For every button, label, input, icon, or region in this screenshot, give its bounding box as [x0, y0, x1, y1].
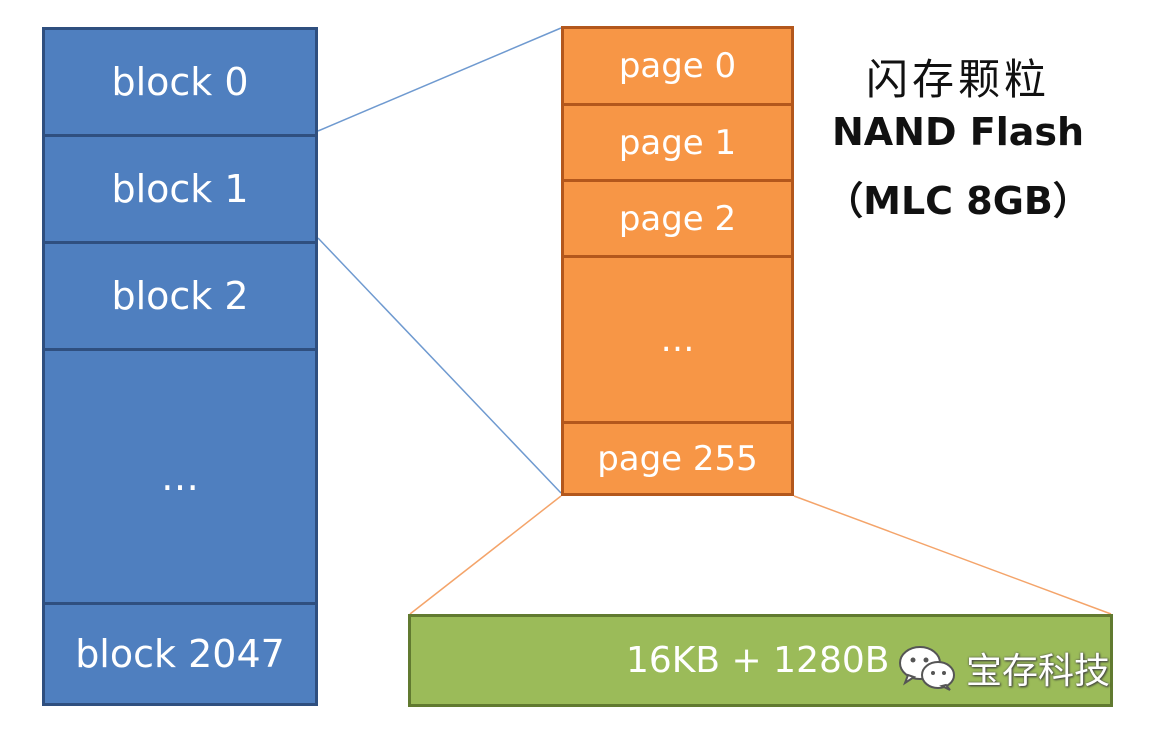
page-label: page 0	[618, 46, 737, 86]
wechat-icon	[899, 646, 955, 691]
page-column: page 0 page 1 page 2 … page 255	[561, 26, 794, 496]
page-cell: page 1	[564, 106, 791, 182]
block-label: block 1	[111, 167, 249, 211]
page-cell: page 255	[564, 424, 791, 493]
page-ellipsis: …	[660, 319, 695, 360]
block-ellipsis: …	[161, 454, 199, 499]
page-label: page 2	[618, 198, 737, 239]
title-english: NAND Flash	[831, 110, 1085, 154]
page-cell: page 2	[564, 182, 791, 258]
page-cell: …	[564, 258, 791, 424]
watermark: 宝存科技	[898, 642, 1110, 694]
block-cell: block 2047	[45, 605, 315, 703]
page-label: page 1	[618, 122, 737, 163]
connector-block1-top	[317, 27, 562, 132]
block-column: block 0 block 1 block 2 … block 2047	[42, 27, 318, 706]
block-cell: block 1	[45, 137, 315, 244]
title-chinese: 闪存颗粒	[865, 55, 1050, 104]
connector-page255-left	[409, 495, 562, 615]
title-subtitle: （MLC 8GB）	[825, 179, 1091, 223]
block-cell: …	[45, 351, 315, 605]
page-label: page 255	[597, 438, 758, 479]
page-cell: page 0	[564, 29, 791, 106]
block-label: block 2047	[75, 632, 285, 676]
connector-block1-bottom	[317, 237, 562, 494]
block-label: block 2	[111, 274, 249, 318]
block-label: block 0	[111, 60, 249, 104]
watermark-text: 宝存科技	[966, 651, 1111, 692]
block-cell: block 0	[45, 30, 315, 137]
page-size-label: 16KB + 1280B	[626, 640, 890, 681]
connector-page255-right	[793, 495, 1112, 615]
page-size-bar: 16KB + 1280B	[408, 614, 1113, 707]
block-cell: block 2	[45, 244, 315, 351]
